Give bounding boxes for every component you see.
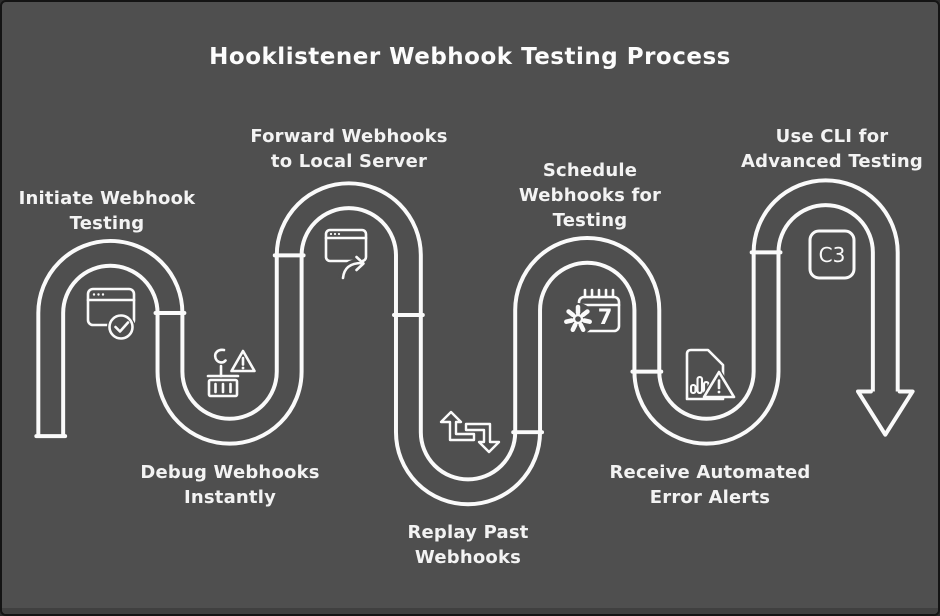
error-report-alert-icon — [685, 348, 737, 401]
step-label-initiate-webhook-testing: Initiate Webhook Testing — [19, 186, 196, 236]
calendar-day-text: 7 — [598, 305, 613, 329]
label-line: Receive Automated — [609, 462, 811, 483]
label-line: Use CLI for — [775, 126, 889, 147]
calendar-gear-icon: 7 — [562, 288, 621, 335]
tube-inner — [40, 182, 896, 503]
step-label-replay-past-webhooks: Replay Past Webhooks — [407, 520, 528, 570]
step-label-schedule-webhooks: Schedule Webhooks for Testing — [519, 158, 661, 233]
label-line: to Local Server — [270, 151, 428, 172]
path-segment-dividers — [153, 250, 783, 435]
label-line: Instantly — [183, 487, 277, 508]
label-line: Testing — [552, 210, 628, 231]
step-label-receive-error-alerts: Receive Automated Error Alerts — [609, 460, 810, 510]
step-label-use-cli: Use CLI for Advanced Testing — [741, 124, 923, 174]
cli-box-icon: C3 — [808, 229, 856, 280]
browser-check-icon — [86, 287, 136, 340]
browser-forward-icon — [324, 228, 368, 280]
label-line: Schedule — [542, 160, 638, 181]
label-line: Webhooks for — [518, 185, 662, 206]
step-label-debug-webhooks-instantly: Debug Webhooks Instantly — [140, 460, 319, 510]
label-line: Initiate Webhook — [18, 188, 196, 209]
container-hook-alert-icon — [206, 348, 256, 398]
end-down-arrow-icon — [855, 389, 915, 437]
label-line: Replay Past — [407, 522, 529, 543]
label-line: Debug Webhooks — [140, 462, 320, 483]
replay-loop-icon — [439, 410, 501, 454]
page-title: Hooklistener Webhook Testing Process — [209, 44, 731, 70]
step-label-forward-webhooks: Forward Webhooks to Local Server — [250, 124, 447, 174]
cli-box-text: C3 — [819, 243, 846, 267]
label-line: Advanced Testing — [740, 151, 924, 172]
label-line: Error Alerts — [649, 487, 771, 508]
label-line: Forward Webhooks — [250, 126, 448, 147]
label-line: Testing — [69, 213, 145, 234]
label-line: Webhooks — [414, 547, 522, 568]
